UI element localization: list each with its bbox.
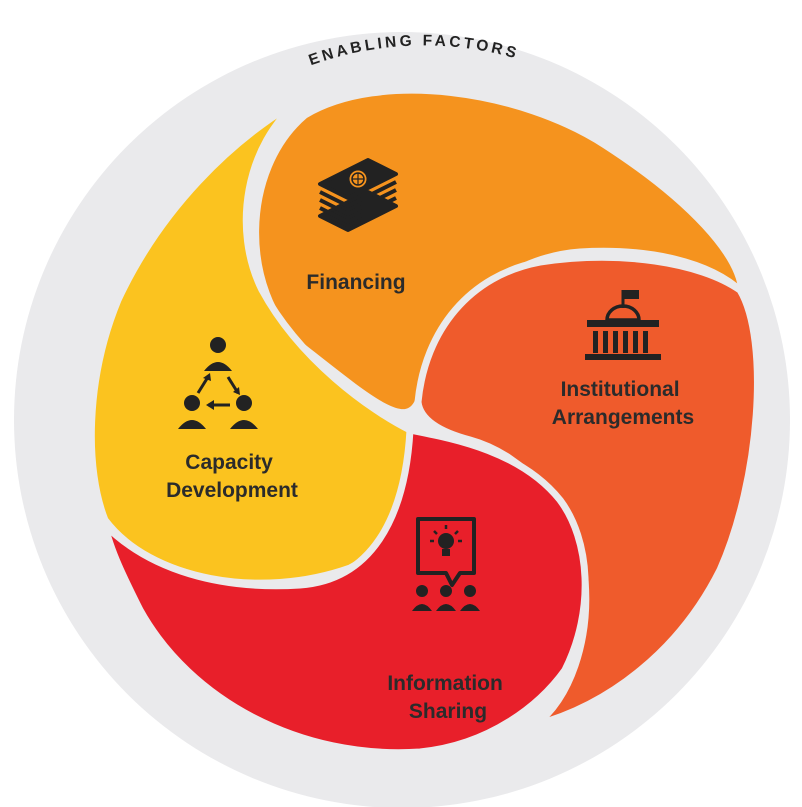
presentation-idea-icon xyxy=(412,517,480,611)
government-building-icon xyxy=(585,290,661,360)
segment-information xyxy=(99,425,589,757)
label-financing-line-1: Financing xyxy=(306,271,405,294)
label-capacity-line-2: Development xyxy=(166,479,298,502)
label-capacity-line-1: Capacity xyxy=(185,451,273,474)
label-capacity: Capacity Development xyxy=(166,451,298,502)
label-information-line-1: Information xyxy=(387,672,503,695)
label-information-line-2: Sharing xyxy=(409,700,487,723)
label-institutional-line-1: Institutional xyxy=(561,378,680,401)
money-stack-icon xyxy=(318,158,398,232)
label-institutional: Institutional Arrangements xyxy=(552,378,694,429)
label-institutional-line-2: Arrangements xyxy=(552,406,694,429)
people-network-icon xyxy=(178,337,258,429)
segment-capacity xyxy=(87,96,417,587)
label-financing: Financing xyxy=(306,271,405,294)
label-information: Information Sharing xyxy=(387,672,508,723)
